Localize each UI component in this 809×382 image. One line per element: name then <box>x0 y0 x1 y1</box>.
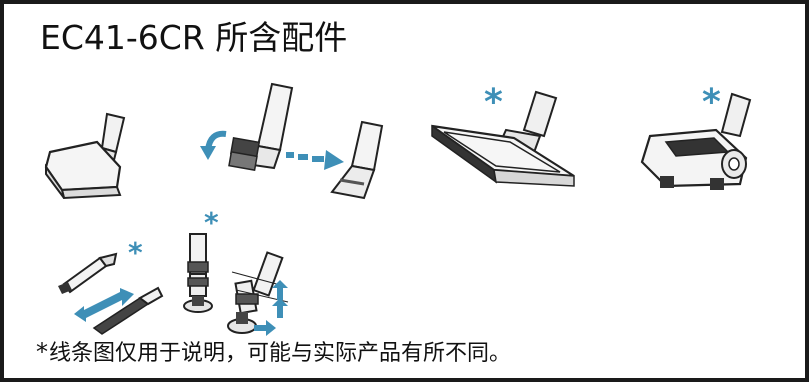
footnote-asterisk: * <box>36 338 48 366</box>
optional-asterisk-icon: * <box>702 82 721 123</box>
flexible-crevice-nozzle-illustration: * <box>58 236 164 335</box>
optional-asterisk-icon: * <box>204 206 219 239</box>
crevice-nozzle-illustration <box>44 112 126 200</box>
optional-asterisk-icon: * <box>484 82 503 123</box>
page-title: EC41-6CR 所含配件 <box>40 18 348 57</box>
optional-asterisk-icon: * <box>128 236 143 269</box>
footnote-text: 线条图仅用于说明，可能与实际产品有所不同。 <box>49 341 512 366</box>
dusting-brush-illustration <box>200 82 384 200</box>
footnote: *线条图仅用于说明，可能与实际产品有所不同。 <box>36 337 511 369</box>
hard-floor-nozzle-illustration: * <box>431 82 575 187</box>
angled-nozzle-illustration: * <box>183 206 289 336</box>
turbo-brush-illustration: * <box>640 82 752 190</box>
